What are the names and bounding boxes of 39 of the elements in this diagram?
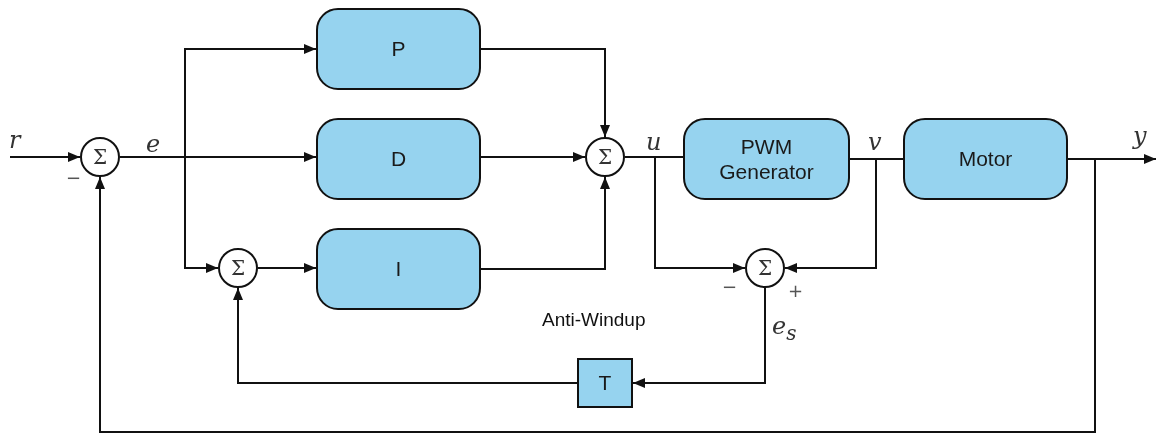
block-label: PWM Generator	[718, 133, 815, 185]
summing-junction	[218, 248, 258, 288]
sign-label: −	[66, 167, 82, 188]
block-label: T	[598, 370, 612, 396]
signal-label: u	[646, 128, 662, 156]
process-block	[316, 228, 481, 310]
arrow	[784, 158, 877, 273]
sign-label: +	[788, 280, 804, 301]
arrow	[480, 48, 610, 138]
process-block	[577, 358, 633, 408]
sum-symbol: Σ	[757, 256, 773, 280]
arrow	[95, 158, 1096, 433]
process-block	[316, 118, 481, 200]
arrow	[9, 152, 81, 162]
block-label: D	[390, 146, 407, 172]
sum-symbol: Σ	[597, 145, 613, 169]
arrow	[632, 287, 766, 388]
arrow	[480, 152, 586, 162]
process-block	[683, 118, 850, 200]
signal-label: e$_{s}$	[772, 312, 797, 345]
signal-label: e	[146, 130, 161, 158]
block-label: I	[395, 256, 402, 282]
sum-symbol: Σ	[230, 256, 246, 280]
block-caption: Anti-Windup	[542, 309, 646, 331]
arrow	[480, 176, 610, 270]
process-block	[316, 8, 481, 90]
summing-junction	[585, 137, 625, 177]
block-label: Motor	[958, 146, 1013, 172]
summing-junction	[745, 248, 785, 288]
arrow	[257, 263, 317, 273]
sign-label: −	[722, 276, 738, 297]
process-block	[903, 118, 1068, 200]
sum-symbol: Σ	[92, 145, 108, 169]
block-label: P	[391, 36, 406, 62]
arrow	[119, 156, 219, 273]
arrow	[624, 156, 746, 273]
arrow	[233, 287, 578, 384]
signal-label: v	[868, 128, 882, 156]
summing-junction	[80, 137, 120, 177]
